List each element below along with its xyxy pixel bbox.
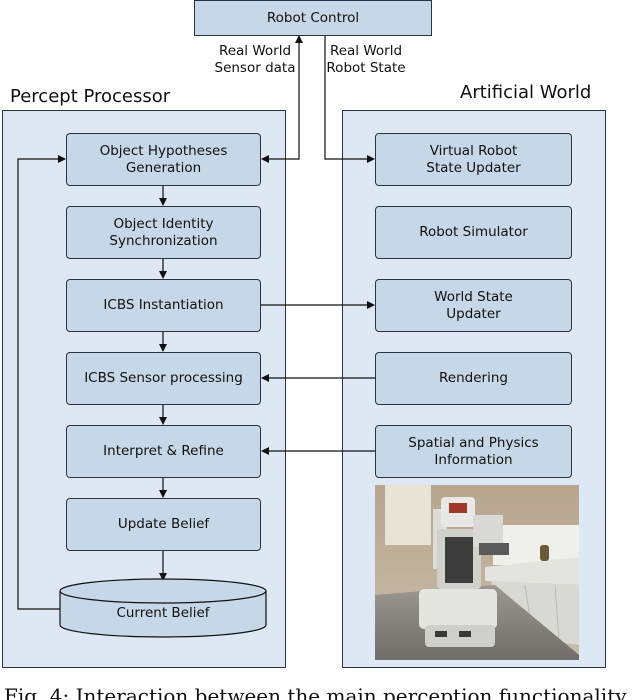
- icbs-instantiation-box: ICBS Instantiation: [66, 279, 261, 332]
- robot-kitchen-image: [375, 485, 579, 660]
- object-identity-synchronization-box: Object Identity Synchronization: [66, 206, 261, 259]
- world-state-updater-box: World State Updater: [375, 279, 572, 332]
- robot-control-box: Robot Control: [194, 0, 432, 36]
- robot-simulator-box: Robot Simulator: [375, 206, 572, 259]
- update-belief-box: Update Belief: [66, 498, 261, 551]
- current-belief-label: Current Belief: [116, 605, 210, 621]
- virtual-robot-state-updater-box: Virtual Robot State Updater: [375, 133, 572, 186]
- icbs-sensor-processing-box: ICBS Sensor processing: [66, 352, 261, 405]
- robot-state-label: Real World Robot State: [326, 43, 406, 76]
- spatial-physics-information-box: Spatial and Physics Information: [375, 425, 572, 478]
- object-hypotheses-generation-box: Object Hypotheses Generation: [66, 133, 261, 186]
- artificial-world-title: Artificial World: [460, 82, 592, 103]
- figure-caption: Fig. 4: Interaction between the main per…: [4, 684, 627, 700]
- current-belief-store: [59, 578, 267, 638]
- rendering-box: Rendering: [375, 352, 572, 405]
- interpret-refine-box: Interpret & Refine: [66, 425, 261, 478]
- percept-processor-title: Percept Processor: [10, 86, 171, 107]
